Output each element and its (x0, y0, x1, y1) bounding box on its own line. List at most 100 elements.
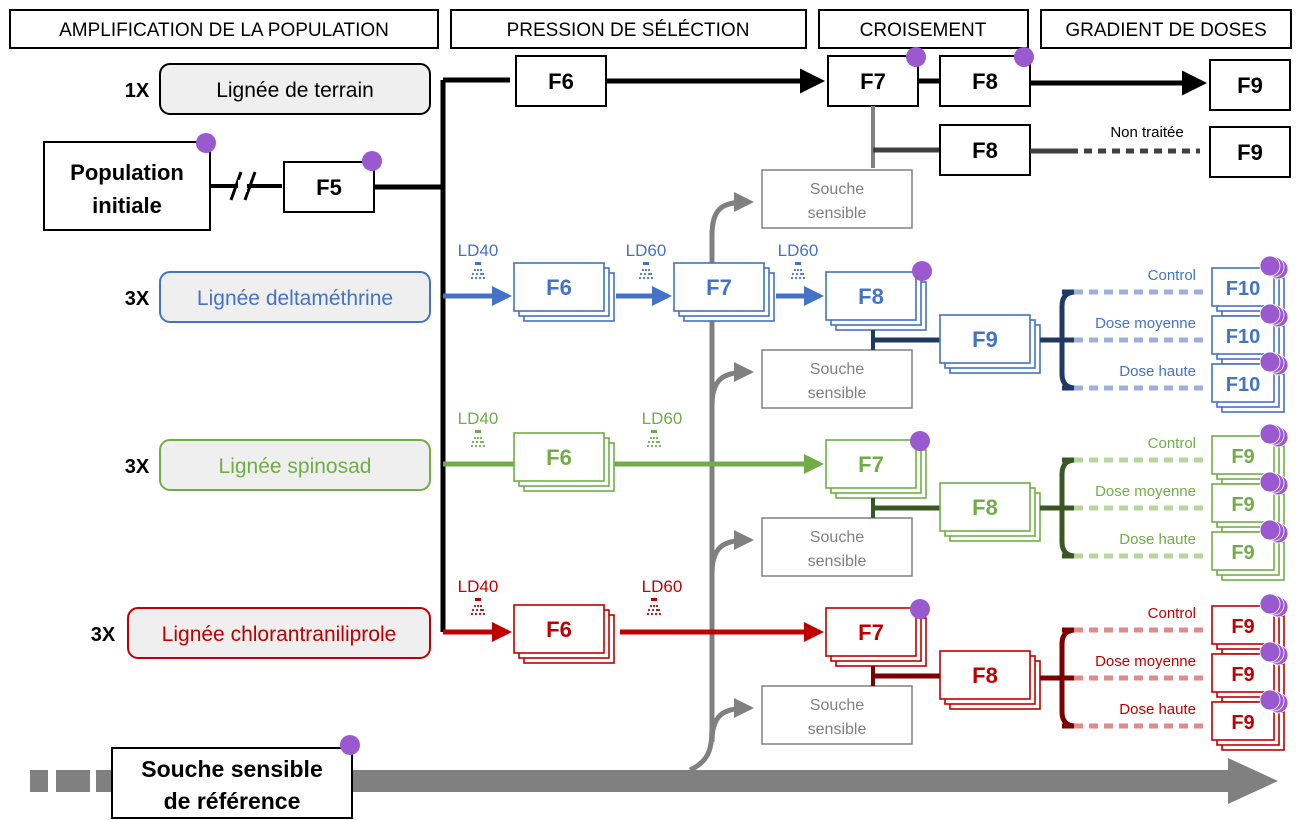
marker-stack-2-1 (1259, 641, 1289, 666)
marker-reference (340, 735, 360, 755)
f9-stack-green-3-label: F9 (1231, 542, 1254, 564)
f9-stack-green-1: F9 (1211, 435, 1285, 485)
sensitive-branches (709, 192, 754, 743)
ld60-blue-2: LD60 (778, 241, 819, 260)
f7-stack-red: F7 (825, 607, 927, 667)
ld40-red: LD40 (458, 577, 499, 596)
svg-text:sensible: sensible (808, 385, 867, 402)
f5-label: F5 (316, 175, 342, 200)
f8-stack-blue-label: F8 (858, 284, 884, 309)
header-pression: PRESSION DE SÉLÉCTION (507, 20, 750, 41)
ld60-blue: LD60 (626, 241, 667, 260)
f10-stack-blue-3: F10 (1211, 363, 1285, 413)
f6-stack-blue: F6 (513, 262, 615, 322)
header-gradient: GRADIENT DE DOSES (1065, 20, 1266, 41)
f8-stack-green: F8 (939, 482, 1041, 542)
marker-f8-black (1014, 47, 1034, 67)
sensitive-trunk (688, 230, 715, 773)
f9-stack-blue-label: F9 (972, 327, 998, 352)
souche-sensible-4: Souche sensible (761, 685, 913, 745)
marker-stack-1-2 (1259, 519, 1289, 544)
f7-stack-green: F7 (825, 439, 927, 499)
svg-text:Souche: Souche (810, 181, 864, 198)
svg-text:sensible: sensible (808, 721, 867, 738)
reference-line1: Souche sensible (141, 756, 323, 782)
f9-stack-red-1: F9 (1211, 605, 1285, 655)
svg-text:sensible: sensible (808, 205, 867, 222)
ld60-red: LD60 (642, 577, 683, 596)
f5-box (283, 161, 375, 213)
reference-arrow (30, 758, 1278, 804)
marker-f5 (362, 151, 382, 171)
dose-bracket-red (1040, 627, 1205, 729)
f9-stack-blue: F9 (939, 314, 1041, 374)
blue-control-label: Control (1148, 267, 1196, 284)
f9-stack-green-2-label: F9 (1231, 494, 1254, 516)
mult-1x: 1X (125, 80, 150, 102)
green-dose-haute-label: Dose haute (1119, 531, 1196, 548)
f9-stack-red-3: F9 (1211, 701, 1285, 751)
f8-label-black-2: F8 (972, 138, 998, 163)
blue-dose-moyenne-label: Dose moyenne (1095, 315, 1196, 332)
ld60-green: LD60 (642, 409, 683, 428)
spray-icon-ld40-green (471, 430, 485, 447)
reference-box (111, 747, 353, 819)
marker-stack-2-2 (1259, 689, 1289, 714)
f7-stack-blue-label: F7 (706, 275, 732, 300)
f6-stack-red-label: F6 (546, 617, 572, 642)
green-dose-moyenne-label: Dose moyenne (1095, 483, 1196, 500)
blue-dose-haute-label: Dose haute (1119, 363, 1196, 380)
non-traitee-label: Non traitée (1110, 124, 1183, 141)
f6-stack-green: F6 (513, 432, 615, 492)
svg-text:sensible: sensible (808, 553, 867, 570)
f6-label-black: F6 (548, 69, 574, 94)
f9-stack-red-2: F9 (1211, 653, 1285, 703)
spray-icon-ld40-red (471, 598, 485, 615)
spray-icon-ld60-blue-2 (791, 262, 805, 279)
marker-stack-0-0 (1259, 255, 1289, 280)
marker-f7-green (910, 431, 930, 451)
lignee-spinosad-box (159, 439, 431, 491)
f8-label-black: F8 (972, 69, 998, 94)
f8-stack-red-label: F8 (972, 663, 998, 688)
marker-stack-2-0 (1259, 593, 1289, 618)
svg-text:Souche: Souche (810, 529, 864, 546)
marker-stack-1-0 (1259, 423, 1289, 448)
f10-stack-blue-3-label: F10 (1226, 374, 1260, 396)
f10-stack-blue-2-label: F10 (1226, 326, 1260, 348)
header-amplification: AMPLIFICATION DE LA POPULATION (59, 20, 389, 41)
header-row: AMPLIFICATION DE LA POPULATION PRESSION … (9, 9, 1292, 49)
souche-sensible-3: Souche sensible (761, 517, 913, 577)
black-trunk (374, 77, 510, 632)
mult-3x-blue: 3X (125, 288, 150, 310)
svg-text:Souche: Souche (810, 697, 864, 714)
marker-f8-blue (912, 261, 932, 281)
red-dose-haute-label: Dose haute (1119, 701, 1196, 718)
spray-icon-ld60-green (647, 430, 661, 447)
header-croisement: CROISEMENT (860, 20, 987, 41)
ld40-green: LD40 (458, 409, 499, 428)
f10-stack-blue-1: F10 (1211, 267, 1285, 317)
mult-3x-red: 3X (91, 624, 116, 646)
f6-stack-red: F6 (513, 604, 615, 664)
souche-sensible-2: Souche sensible (761, 349, 913, 409)
marker-stack-1-1 (1259, 471, 1289, 496)
lignee-terrain-label: Lignée de terrain (216, 79, 374, 102)
f6-stack-green-label: F6 (546, 445, 572, 470)
spray-icon-ld60-blue (639, 262, 653, 279)
marker-stack-0-2 (1259, 351, 1289, 376)
f9-stack-green-1-label: F9 (1231, 446, 1254, 468)
dose-bracket-blue (1040, 289, 1205, 391)
spray-icon-ld60-red (647, 598, 661, 615)
marker-f7-black (906, 47, 926, 67)
f9-stack-green-3: F9 (1211, 531, 1285, 581)
f9-stack-red-1-label: F9 (1231, 616, 1254, 638)
reference-line2: de référence (164, 788, 301, 814)
svg-text:Souche: Souche (810, 361, 864, 378)
red-control-label: Control (1148, 605, 1196, 622)
mult-3x-green: 3X (125, 456, 150, 478)
f6-stack-blue-label: F6 (546, 275, 572, 300)
spray-icon-ld40-blue (471, 262, 485, 279)
lignee-chlorant-box (127, 607, 431, 659)
